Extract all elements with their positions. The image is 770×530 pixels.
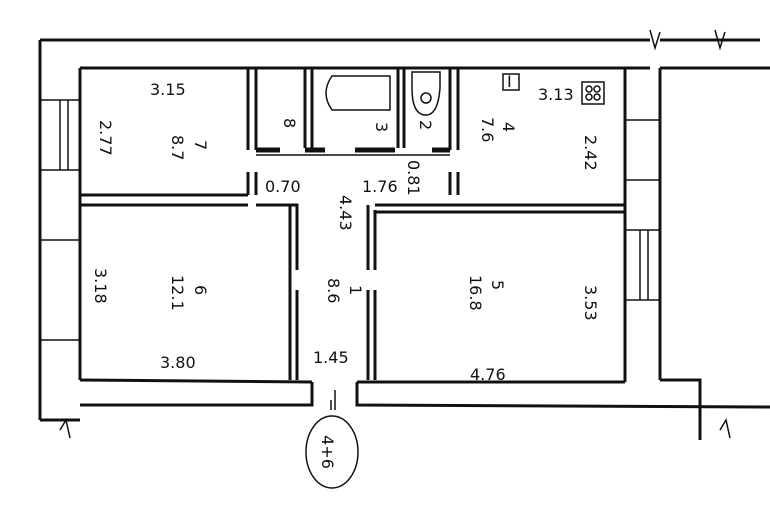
kitchen-marker: I [507,72,512,91]
room2-number: 2 [416,120,435,130]
room8-number: 8 [280,118,299,128]
room1-width: 1.45 [313,348,349,367]
apartment-marker: 4+6 [318,435,337,469]
room4-area: 7.6 [478,117,497,142]
room7-width: 3.15 [150,80,186,99]
room4-width: 3.13 [538,85,574,104]
room6-area: 12.1 [168,275,187,311]
room5-area: 16.8 [466,275,485,311]
closet-width: 0.70 [265,177,301,196]
entrance-axis [330,390,336,410]
toilet-icon [411,71,441,116]
room7-area: 8.7 [168,135,187,160]
room1-depth: 4.43 [336,195,355,231]
room6-width: 3.80 [160,353,196,372]
wc-width: 0.81 [404,160,423,196]
room4-depth: 2.42 [581,135,600,171]
bathtub-icon [325,75,391,111]
room1-number: 1 [346,285,365,295]
room1-area: 8.6 [324,278,343,303]
outer-walls [38,29,770,440]
room3-number: 3 [372,122,391,132]
apartment-marker-circle [305,415,359,489]
bath-width: 1.76 [362,177,398,196]
room6-number: 6 [191,285,210,295]
room5-number: 5 [488,280,507,290]
room7-depth: 2.77 [96,120,115,156]
room5-width: 4.76 [470,365,506,384]
interior-walls [80,68,625,380]
room5-depth: 3.53 [581,285,600,321]
room4-number: 4 [499,122,518,132]
room7-number: 7 [191,140,210,150]
room6-depth: 3.18 [91,268,110,304]
stove-icon [581,81,605,105]
kitchen-marker-box [502,73,520,91]
